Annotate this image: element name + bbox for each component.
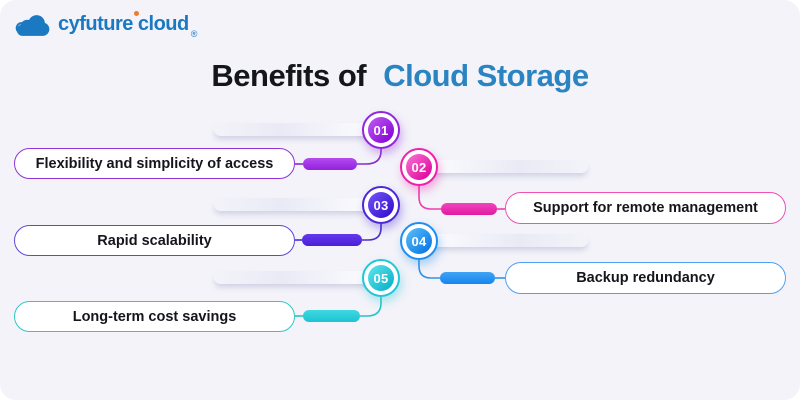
page-title: Benefits of Cloud Storage [0,58,800,94]
track-bar-05 [214,271,384,284]
track-bar-01 [214,123,384,136]
cloud-logo-icon [15,15,50,36]
step-badge-03: 03 [362,186,400,224]
step-number-05: 05 [368,265,394,291]
title-prefix: Benefits of [211,58,367,93]
benefit-label-04: Backup redundancy [505,262,786,294]
dash-connector-01 [303,158,357,170]
step-number-01: 01 [368,117,394,143]
title-highlight: Cloud Storage [383,58,589,93]
step-number-02: 02 [406,154,432,180]
step-number-04: 04 [406,228,432,254]
benefit-label-01: Flexibility and simplicity of access [14,148,295,179]
dash-connector-03 [302,234,362,246]
logo-accent-dot-icon [134,11,139,16]
registered-trademark-icon: ® [190,29,198,39]
step-badge-05: 05 [362,259,400,297]
dash-connector-02 [441,203,497,215]
logo-word-cyfuture: cyfuture [58,13,133,35]
track-bar-03 [214,198,384,211]
track-bar-02 [416,160,588,173]
benefit-label-02: Support for remote management [505,192,786,224]
dash-connector-05 [303,310,360,322]
benefit-label-03: Rapid scalability [14,225,295,256]
dash-connector-04 [440,272,495,284]
track-bar-04 [416,234,588,247]
benefit-label-05: Long-term cost savings [14,301,295,332]
step-number-03: 03 [368,192,394,218]
step-badge-04: 04 [400,222,438,260]
step-badge-01: 01 [362,111,400,149]
logo-word-cloud: cloud [137,13,189,35]
step-badge-02: 02 [400,148,438,186]
